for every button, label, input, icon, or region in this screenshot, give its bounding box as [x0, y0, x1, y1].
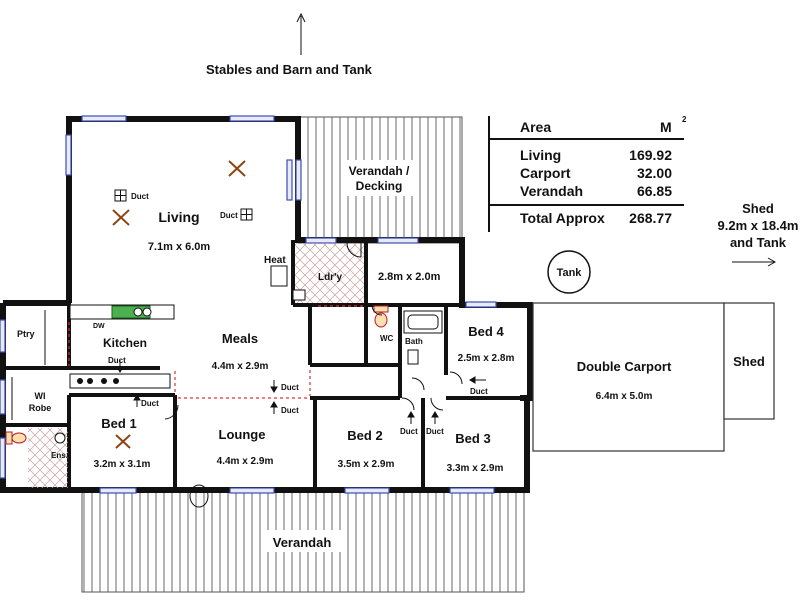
- area-table-divider: [488, 116, 490, 232]
- laundry-floor: [295, 243, 364, 303]
- duct-label: Duct: [426, 427, 444, 436]
- arrow-right-icon: [732, 257, 777, 267]
- verandah-label-bg: [262, 530, 342, 552]
- area-table: Area M 2 Living 169.92 Carport 32.00 Ver…: [488, 114, 687, 232]
- verandah-label: Verandah: [273, 535, 332, 550]
- carport-size: 6.4m x 5.0m: [596, 391, 653, 402]
- shed-outline: [723, 302, 775, 420]
- area-total-value: 268.77: [629, 210, 672, 226]
- area-row-label: Living: [520, 147, 562, 163]
- area-row-value: 32.00: [636, 165, 672, 181]
- living-name: Living: [158, 209, 199, 225]
- wc-label: WC: [380, 334, 394, 343]
- bed4-name: Bed 4: [468, 324, 504, 339]
- lounge-name: Lounge: [219, 427, 266, 442]
- dishwasher-label: DW: [93, 323, 105, 330]
- duct-label: Duct: [470, 387, 488, 396]
- tank-icon: [547, 250, 591, 294]
- ceiling-fan-icon: [115, 434, 131, 449]
- store-size: 2.8m x 2.0m: [378, 271, 441, 283]
- duct-label: Duct: [141, 399, 159, 408]
- shed-label: Shed: [733, 354, 765, 369]
- wi-robe-label-2: Robe: [29, 403, 52, 413]
- carport-name: Double Carport: [577, 359, 672, 374]
- bed2-size: 3.5m x 2.9m: [338, 459, 395, 470]
- bed4-size: 2.5m x 2.8m: [458, 353, 515, 364]
- meals-size: 4.4m x 2.9m: [212, 361, 269, 372]
- toilet-icon: [5, 431, 27, 445]
- living-size: 7.1m x 6.0m: [148, 241, 211, 253]
- area-total-label: Total Approx: [520, 210, 605, 226]
- kitchen-name: Kitchen: [103, 336, 147, 350]
- area-row-living: Living 169.92: [488, 146, 684, 164]
- bed1-size: 3.2m x 3.1m: [94, 459, 151, 470]
- area-total-row: Total Approx 268.77: [488, 204, 684, 230]
- shed-note-1: Shed: [742, 201, 774, 216]
- bed1-name: Bed 1: [101, 416, 136, 431]
- duct-label: Duct: [108, 356, 126, 365]
- heater-icon: [270, 265, 288, 287]
- tub-icon: [292, 289, 306, 301]
- area-row-verandah: Verandah 66.85: [488, 182, 684, 200]
- area-row-carport: Carport 32.00: [488, 164, 684, 182]
- heat-label: Heat: [264, 255, 286, 266]
- bed3-name: Bed 3: [455, 431, 490, 446]
- bed2-name: Bed 2: [347, 428, 382, 443]
- duct-label: Duct: [281, 383, 299, 392]
- duct-label: Duct: [131, 192, 149, 201]
- lounge-size: 4.4m x 2.9m: [217, 456, 274, 467]
- area-table-header: Area M 2: [488, 114, 687, 140]
- area-row-label: Verandah: [520, 183, 584, 199]
- bed3-size: 3.3m x 2.9m: [447, 463, 504, 474]
- area-row-value: 66.85: [636, 183, 672, 199]
- area-header-label: Area: [520, 119, 552, 135]
- wi-robe-label-1: WI: [35, 391, 46, 401]
- duct-arrow-icon: [116, 360, 486, 424]
- verandah-decking-label-1: Verandah /: [349, 164, 410, 178]
- area-row-label: Carport: [520, 165, 571, 181]
- meals-name: Meals: [222, 331, 258, 346]
- ceiling-fan-icon: [112, 160, 246, 226]
- opening-lines: [68, 305, 364, 399]
- shed-note-2: 9.2m x 18.4m: [718, 218, 799, 233]
- verandah-decking-label-bg: [341, 160, 417, 196]
- windows: [0, 115, 497, 494]
- door-swing-icon: [164, 242, 463, 508]
- double-carport-outline: [532, 302, 725, 452]
- cooktop-icon: [77, 378, 119, 384]
- shed-note-3: and Tank: [730, 235, 787, 250]
- vent-icon: [114, 189, 253, 221]
- area-row-value: 169.92: [629, 147, 672, 163]
- ensuite-label: Ens.: [51, 451, 68, 460]
- bath-label: Bath: [405, 337, 423, 346]
- basin-icon: [407, 349, 419, 365]
- duct-label: Duct: [281, 406, 299, 415]
- verandah-decking-label-2: Decking: [356, 179, 403, 193]
- toilet-icon: [373, 305, 389, 328]
- duct-label: Duct: [400, 427, 418, 436]
- stove-bench: [69, 373, 171, 389]
- area-header-sup: 2: [682, 115, 687, 124]
- pantry-label: Ptry: [17, 329, 35, 339]
- duct-label: Duct: [220, 211, 238, 220]
- north-arrow-icon: [296, 12, 306, 55]
- area-header-unit: M: [660, 119, 672, 135]
- laundry-label: Ldr'y: [318, 272, 342, 283]
- basin-icon: [54, 432, 66, 444]
- compass-label: Stables and Barn and Tank: [206, 62, 373, 77]
- tank-label: Tank: [557, 267, 583, 279]
